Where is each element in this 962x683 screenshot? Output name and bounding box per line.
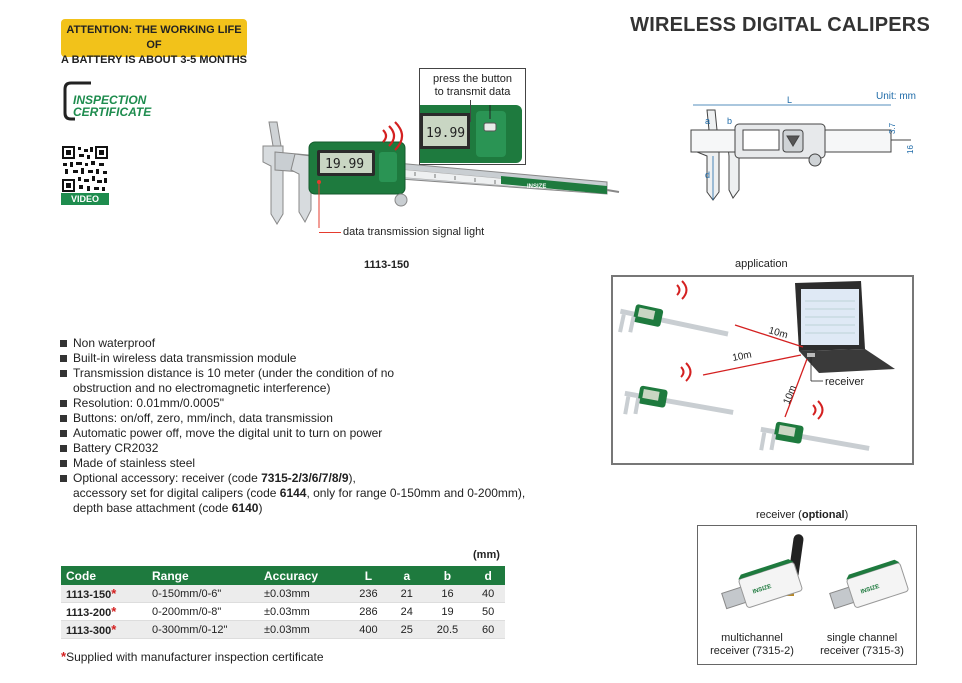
dim-16-label: 16 (906, 145, 915, 154)
cell-accuracy: ±0.03mm (259, 585, 347, 603)
application-scene: 10m 10m 10m receiver (618, 280, 895, 451)
svg-text:INSIZE: INSIZE (860, 584, 880, 596)
feature-item: Built-in wireless data transmission modu… (59, 351, 619, 366)
cell-code: 1113-300* (61, 620, 147, 639)
footnote-text: Supplied with manufacturer inspection ce… (66, 650, 324, 664)
header-d: d (471, 566, 505, 585)
attention-line-1: ATTENTION: THE WORKING LIFE OF (66, 24, 242, 51)
feature-item: Resolution: 0.01mm/0.0005" (59, 396, 619, 411)
cell-code: 1113-200* (61, 602, 147, 621)
table-unit-label: (mm) (473, 549, 500, 561)
qr-video-label: VIDEO (61, 193, 109, 205)
cell-range: 0-200mm/0-8" (147, 602, 259, 621)
callout-pointer (470, 100, 471, 122)
caliper-display-value: 19.99 (325, 157, 364, 172)
distance-label-2: 10m (731, 349, 752, 364)
table-row: 1113-300* 0-300mm/0-12" ±0.03mm 400 25 2… (61, 620, 505, 639)
cell-accuracy: ±0.03mm (259, 620, 347, 639)
callout-line-2: to transmit data (434, 86, 511, 98)
signal-light-leader-line (319, 232, 341, 233)
wireless-caliper-illustration: INSIZE 19.99 (262, 121, 620, 228)
cell-range: 0-300mm/0-12" (147, 620, 259, 639)
header-accuracy: Accuracy (259, 566, 347, 585)
attention-line-2: A BATTERY IS ABOUT 3-5 MONTHS (61, 54, 247, 66)
cell-a: 21 (389, 585, 424, 603)
cell-b: 16 (423, 585, 472, 603)
certificate-footnote: *Supplied with manufacturer inspection c… (61, 649, 324, 664)
footnote-star: * (61, 649, 67, 664)
wireless-signal-icon (382, 121, 404, 151)
certificate-line-1: INSPECTION (73, 93, 147, 107)
dim-b-label: b (727, 116, 732, 126)
cell-d: 50 (471, 602, 505, 621)
cell-range: 0-150mm/0-6" (147, 585, 259, 603)
video-qr-code[interactable]: VIDEO (61, 145, 109, 205)
inspection-certificate-logo: INSPECTION CERTIFICATE (61, 81, 181, 121)
header-a: a (389, 566, 424, 585)
receiver-panel: INSIZE INSIZE multichannel receiver (731… (697, 525, 917, 665)
feature-item: Transmission distance is 10 meter (under… (59, 366, 443, 396)
header-b: b (423, 566, 472, 585)
single-channel-receiver-caption: single channel receiver (7315-3) (820, 632, 904, 657)
signal-light-label: data transmission signal light (343, 226, 485, 238)
transmit-button-callout: press the button to transmit data 19.99 (419, 68, 526, 165)
cell-L: 400 (347, 620, 390, 639)
dim-3-7-label: 3.7 (888, 122, 897, 134)
feature-item-optional-accessory: Optional accessory: receiver (code 7315-… (59, 471, 619, 516)
signal-light-icon (317, 180, 321, 184)
feature-item: Non waterproof (59, 336, 619, 351)
cell-b: 19 (423, 602, 472, 621)
cell-a: 24 (389, 602, 424, 621)
receiver-illustration: INSIZE INSIZE (721, 534, 909, 610)
header-L: L (347, 566, 390, 585)
cell-L: 236 (347, 585, 390, 603)
product-model-label: 1113-150 (364, 259, 410, 271)
distance-label-3: 10m (782, 384, 799, 406)
application-illustration: 10m 10m 10m receiver (611, 275, 914, 465)
multichannel-receiver-caption: multichannel receiver (7315-2) (710, 632, 794, 657)
cell-code: 1113-150* (61, 585, 147, 603)
cell-b: 20.5 (423, 620, 472, 639)
table-row: 1113-200* 0-200mm/0-8" ±0.03mm 286 24 19… (61, 602, 505, 621)
cell-L: 286 (347, 602, 390, 621)
thumb-roller-icon (394, 193, 408, 207)
feature-item: Automatic power off, move the digital un… (59, 426, 619, 441)
battery-attention-badge: ATTENTION: THE WORKING LIFE OF A BATTERY… (61, 19, 247, 66)
svg-text:19.99: 19.99 (426, 126, 465, 141)
table-row: 1113-150* 0-150mm/0-6" ±0.03mm 236 21 16… (61, 585, 505, 603)
dim-L-label: L (787, 96, 792, 105)
caliper-dimension-diagram: L a b d 3.7 16 (690, 96, 915, 201)
application-label: application (735, 258, 788, 270)
feature-item: Made of stainless steel (59, 456, 619, 471)
cell-a: 25 (389, 620, 424, 639)
certificate-badge-icon (63, 81, 91, 121)
feature-item: Buttons: on/off, zero, mm/inch, data tra… (59, 411, 619, 426)
cell-d: 60 (471, 620, 505, 639)
callout-line-1: press the button (433, 73, 512, 85)
receiver-optional-title: receiver (optional) (756, 509, 849, 521)
receiver-callout-label: receiver (825, 376, 864, 388)
feature-item: Battery CR2032 (59, 441, 619, 456)
feature-list: Non waterproof Built-in wireless data tr… (59, 336, 619, 516)
svg-text:INSIZE: INSIZE (752, 584, 772, 596)
spec-table: Code Range Accuracy L a b d 1113-150* 0-… (61, 566, 505, 639)
header-range: Range (147, 566, 259, 585)
dim-d-label: d (705, 170, 710, 180)
transmit-button-inset-icon: 19.99 (420, 105, 522, 163)
diagram-unit-label: Unit: mm (876, 91, 916, 102)
dim-a-label: a (705, 116, 710, 126)
caliper-brand-text: INSIZE (527, 184, 546, 190)
distance-label-1: 10m (767, 325, 789, 341)
certificate-line-2: CERTIFICATE (73, 105, 152, 119)
header-code: Code (61, 566, 147, 585)
table-header-row: Code Range Accuracy L a b d (61, 566, 505, 585)
qr-code-icon (61, 145, 109, 193)
cell-accuracy: ±0.03mm (259, 602, 347, 621)
page-title: WIRELESS DIGITAL CALIPERS (630, 14, 930, 36)
cell-d: 40 (471, 585, 505, 603)
